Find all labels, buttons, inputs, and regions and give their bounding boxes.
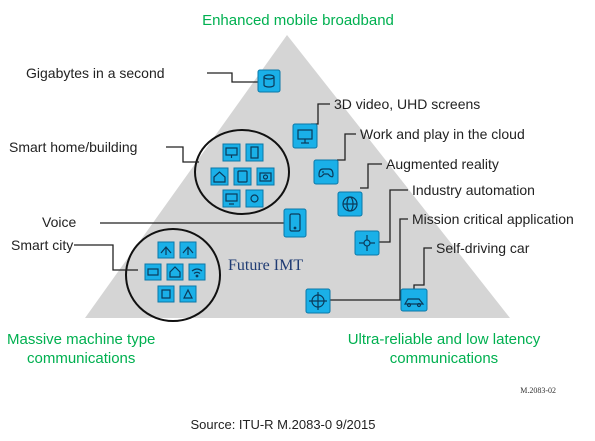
appliance-icon: [245, 143, 264, 162]
source-caption: Source: ITU-R M.2083-0 9/2015: [191, 417, 376, 432]
label-smart-home: Smart home/building: [9, 139, 137, 155]
sensor-icon: [245, 189, 264, 208]
leader-industry: [378, 189, 408, 243]
game-controller-icon: [313, 159, 339, 185]
camera-icon: [256, 167, 275, 186]
smart-city-icons: [144, 241, 206, 303]
globe-icon: [337, 191, 363, 217]
label-video: 3D video, UHD screens: [334, 96, 480, 112]
grid-icon-2: [179, 241, 197, 259]
crosshair-icon: [305, 288, 331, 314]
meter-icon: [144, 263, 162, 281]
label-mission: Mission critical application: [412, 211, 574, 227]
tv-icon: [222, 143, 241, 162]
house-icon: [210, 167, 229, 186]
label-cloud: Work and play in the cloud: [360, 126, 525, 142]
monitor-icon: [292, 123, 318, 149]
label-smart-city: Smart city: [11, 237, 73, 253]
future-imt-label: Future IMT: [228, 257, 303, 274]
corner-top-label: Enhanced mobile broadband: [202, 12, 394, 29]
label-gigabytes: Gigabytes in a second: [26, 65, 165, 81]
label-ar: Augmented reality: [386, 156, 499, 172]
smart-home-cluster: [194, 129, 290, 215]
leader-smart-home: [166, 146, 199, 163]
desktop-icon: [222, 189, 241, 208]
leader-gigabytes: [207, 72, 258, 83]
corner-right-label-2: communications: [390, 350, 498, 367]
label-voice: Voice: [42, 214, 76, 230]
label-industry: Industry automation: [412, 182, 535, 198]
corner-left-label-1: Massive machine type: [7, 331, 155, 348]
smart-home-icons: [210, 143, 275, 208]
corner-left-label-2: communications: [27, 350, 135, 367]
tablet-icon: [233, 167, 252, 186]
leader-ar: [360, 163, 382, 189]
car-icon: [400, 288, 428, 312]
leader-cloud: [337, 133, 356, 161]
gear-icon: [354, 230, 380, 256]
label-car: Self-driving car: [436, 240, 530, 256]
house-icon-2: [166, 263, 184, 281]
database-icon: [257, 69, 281, 93]
smart-city-cluster: [125, 228, 221, 322]
leader-smart-city: [74, 244, 138, 271]
light-icon: [179, 285, 197, 303]
phone-icon: [283, 208, 307, 238]
tracker-icon: [157, 285, 175, 303]
wifi-icon: [188, 263, 206, 281]
reference-code: M.2083-02: [520, 386, 556, 395]
leader-mission: [330, 218, 408, 301]
grid-icon-1: [157, 241, 175, 259]
corner-right-label-1: Ultra-reliable and low latency: [348, 331, 541, 348]
